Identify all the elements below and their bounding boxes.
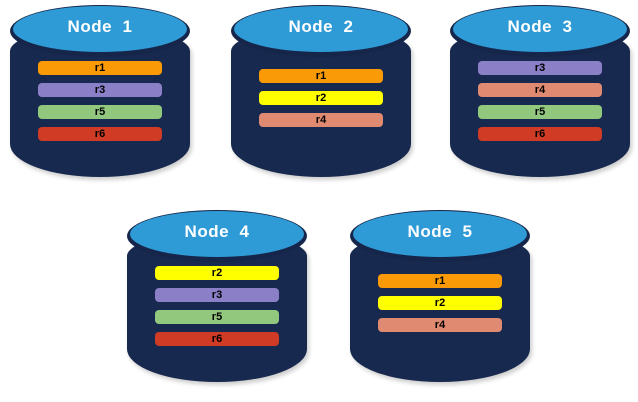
- replica-bar[interactable]: r4: [378, 318, 502, 332]
- node-label: Node 4: [184, 222, 250, 241]
- replica-bar[interactable]: r1: [38, 61, 162, 75]
- replica-bar[interactable]: r3: [38, 83, 162, 97]
- replica-bar[interactable]: r2: [259, 91, 383, 105]
- replica-list: r2 r3 r5 r6: [155, 266, 279, 346]
- replica-bar[interactable]: r3: [155, 288, 279, 302]
- replica-list: r1 r2 r4: [378, 274, 502, 332]
- cylinder-top-ellipse: [353, 211, 527, 257]
- node-label: Node 1: [67, 17, 133, 36]
- replica-bar[interactable]: r1: [378, 274, 502, 288]
- replica-bar[interactable]: r5: [155, 310, 279, 324]
- database-node-2[interactable]: Node 2 r1 r2 r4: [231, 5, 411, 181]
- node-label: Node 3: [507, 17, 573, 36]
- cylinder-top-ellipse: [453, 6, 627, 52]
- replica-bar[interactable]: r3: [478, 61, 602, 75]
- replica-bar[interactable]: r4: [478, 83, 602, 97]
- node-label: Node 5: [407, 222, 473, 241]
- replica-bar[interactable]: r6: [38, 127, 162, 141]
- replica-list: r1 r2 r4: [259, 69, 383, 127]
- replica-bar[interactable]: r5: [38, 105, 162, 119]
- replica-bar[interactable]: r4: [259, 113, 383, 127]
- replica-bar[interactable]: r2: [155, 266, 279, 280]
- replica-list: r1 r3 r5 r6: [38, 61, 162, 141]
- replica-bar[interactable]: r6: [155, 332, 279, 346]
- replica-bar[interactable]: r6: [478, 127, 602, 141]
- database-node-1[interactable]: Node 1 r1 r3 r5 r6: [10, 5, 190, 181]
- database-node-4[interactable]: Node 4 r2 r3 r5 r6: [127, 210, 307, 386]
- replica-bar[interactable]: r1: [259, 69, 383, 83]
- node-label: Node 2: [288, 17, 354, 36]
- database-node-3[interactable]: Node 3 r3 r4 r5 r6: [450, 5, 630, 181]
- replica-bar[interactable]: r2: [378, 296, 502, 310]
- replica-bar[interactable]: r5: [478, 105, 602, 119]
- database-node-5[interactable]: Node 5 r1 r2 r4: [350, 210, 530, 386]
- cylinder-top-ellipse: [13, 6, 187, 52]
- cylinder-top-ellipse: [234, 6, 408, 52]
- cylinder-top-ellipse: [130, 211, 304, 257]
- replica-list: r3 r4 r5 r6: [478, 61, 602, 141]
